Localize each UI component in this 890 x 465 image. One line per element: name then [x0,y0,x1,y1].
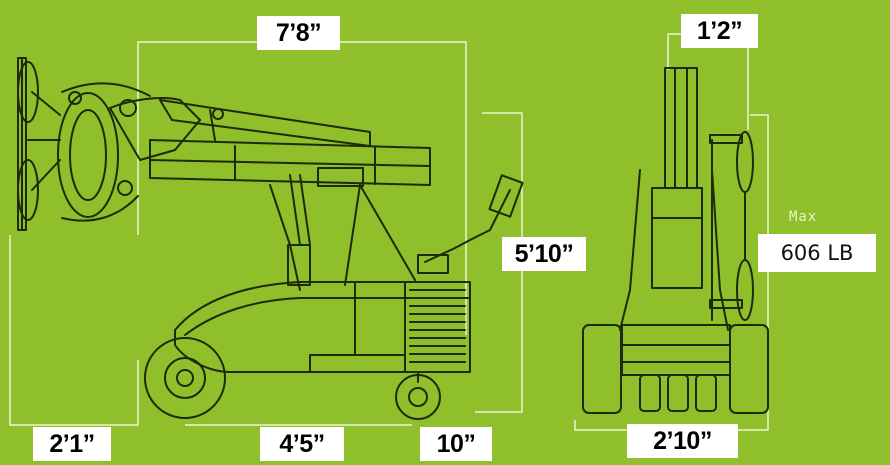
front-suction-cup-bottom [736,259,754,321]
overall-width-line [574,114,769,431]
battery-grille [409,289,466,363]
height-label: 5’10” [502,237,586,271]
mast-width-label: 1’2” [681,14,758,48]
front-view-machine [582,67,769,414]
base-frame [621,324,731,376]
control-handle [424,189,511,263]
capacity-value-label: 606 LB [758,234,876,272]
rear-wheel-label: 10” [420,427,492,461]
dimension-lines [9,33,769,431]
wheelbase-label: 4’5” [260,427,344,461]
suction-cup-bottom [17,159,39,221]
overall-width-label: 2’10” [627,424,738,458]
front-view-right-wheel [729,324,769,414]
front-overhang-label: 2’1” [33,427,111,461]
rotator-ring [57,92,119,218]
mast [664,67,698,189]
side-view-machine [17,57,524,420]
capacity-max-label: Max [789,209,818,225]
suction-cup-top [17,61,39,123]
overall-length-label: 7’8” [257,16,340,50]
front-view-left-wheel [582,324,622,414]
front-wheel [144,337,226,419]
front-suction-cup-top [736,131,754,193]
boom [149,139,431,186]
front-overhang-line [9,235,139,426]
mast-width-line [667,33,749,130]
